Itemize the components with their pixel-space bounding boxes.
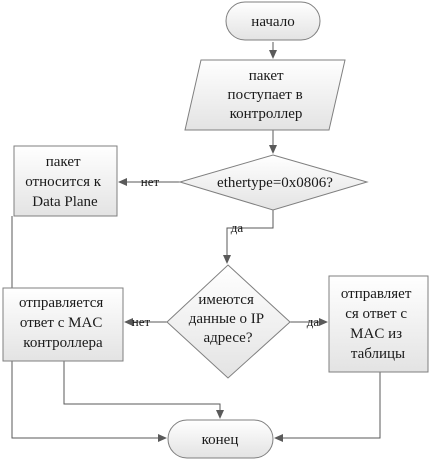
reply-table-mac-text: отправляет ся ответ с MAC из таблицы	[341, 286, 415, 362]
edge-table-mac-to-end	[274, 372, 381, 442]
end-node-line: конец	[202, 432, 239, 448]
start-node: начало	[225, 1, 321, 41]
ip-decision-line: имеются	[198, 292, 254, 308]
input-node-text: пакет поступает в контроллер	[228, 68, 307, 122]
data-plane-node-line: пакет	[46, 154, 81, 170]
reply-controller-mac-node: отправляется ответ с MAC контроллера	[2, 287, 124, 362]
data-plane-node: пакет относится к Data Plane	[13, 145, 118, 217]
ip-decision-diamond-shape	[166, 264, 291, 379]
edge-label-no-ethertype: нет	[141, 174, 160, 189]
reply-table-mac-line: ся ответ с	[345, 306, 407, 322]
input-node-line: пакет	[249, 68, 284, 84]
input-node: пакет поступает в контроллер	[184, 59, 346, 131]
reply-table-mac-line: отправляет	[341, 286, 412, 302]
ethertype-decision-diamond-shape	[178, 154, 369, 211]
reply-controller-mac-line: контроллера	[23, 335, 103, 351]
data-plane-node-line: относится к	[25, 174, 101, 190]
start-terminator-shape	[225, 1, 321, 41]
reply-table-mac-line: таблицы	[351, 346, 405, 362]
reply-controller-mac-rect-shape	[2, 287, 124, 362]
start-node-line: начало	[251, 14, 294, 30]
data-plane-node-text: пакет относится к Data Plane	[25, 154, 105, 210]
data-plane-node-line: Data Plane	[32, 194, 98, 210]
input-parallelogram-shape	[184, 59, 346, 131]
edge-decision-yes-to-ip	[223, 210, 274, 264]
reply-controller-mac-text: отправляется ответ с MAC контроллера	[19, 295, 107, 351]
ethertype-decision-node: ethertype=0x0806?	[178, 154, 369, 211]
edge-label-no-ip: нет	[132, 314, 151, 329]
input-node-line: контроллер	[230, 106, 303, 122]
ethertype-decision-line: ethertype=0x0806?	[217, 175, 333, 191]
ip-decision-text: имеются данные о IP адресе?	[189, 292, 268, 346]
end-node-text: конец	[202, 432, 239, 448]
ip-decision-node: имеются данные о IP адресе?	[166, 264, 291, 379]
edge-label-yes-ethertype: да	[231, 220, 244, 235]
data-plane-rect-shape	[13, 145, 118, 217]
end-node: конец	[167, 419, 274, 459]
start-node-text: начало	[251, 14, 294, 30]
reply-table-mac-rect-shape	[328, 275, 429, 373]
reply-table-mac-line: MAC из	[350, 326, 402, 342]
edge-label-yes-ip: да	[307, 314, 320, 329]
ethertype-decision-text: ethertype=0x0806?	[217, 175, 333, 191]
reply-controller-mac-line: ответ с MAC	[20, 315, 102, 331]
reply-controller-mac-line: отправляется	[19, 295, 103, 311]
edge-controller-mac-to-end	[63, 361, 224, 419]
ip-decision-line: адресе?	[204, 330, 253, 346]
input-node-line: поступает в	[228, 87, 303, 103]
reply-table-mac-node: отправляет ся ответ с MAC из таблицы	[328, 275, 429, 373]
ip-decision-line: данные о IP	[189, 311, 264, 327]
end-terminator-shape	[167, 419, 274, 459]
